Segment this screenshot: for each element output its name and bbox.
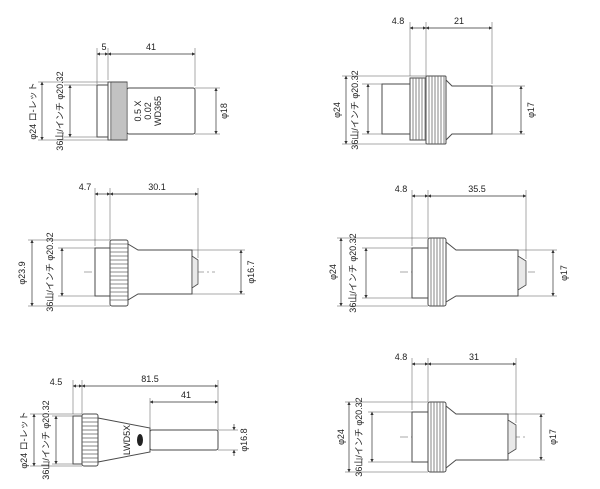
knurl-lines [82, 417, 98, 463]
mount-thread [72, 415, 83, 465]
knurl-lines [430, 402, 444, 472]
dim-thread: 36山/インチ φ20.32 [55, 71, 65, 150]
dim-4.5: 4.5 [50, 377, 63, 387]
collar-lines [428, 76, 445, 144]
front-lens [507, 419, 517, 455]
tapered-body [97, 417, 151, 463]
dim-thread: 36山/インチ φ20.32 [348, 233, 358, 312]
dim-phi24: φ24 [328, 264, 338, 280]
mount-thread [94, 247, 111, 297]
knurl-lines [110, 243, 128, 301]
dim-phi17: φ17 [548, 429, 558, 445]
objective-barrel [127, 243, 193, 301]
mount-thread [381, 83, 411, 135]
dim-thread: 36山/インチ φ20.32 [45, 232, 55, 311]
dim-phi23.9: φ23.9 [17, 261, 27, 284]
objective-bottom-left: LWD5X 4.5 81.5 41 φ24 ロ-レット 36山/インチ φ20.… [19, 374, 249, 480]
dim-4.8: 4.8 [395, 184, 408, 194]
dim-41: 41 [146, 42, 156, 52]
marking-dot [137, 434, 143, 446]
dim-phi24: φ24 [332, 102, 342, 118]
dim-5: 5 [101, 42, 106, 52]
objective-barrel [445, 404, 509, 470]
objective-tip [149, 429, 219, 451]
objective-top-right: 4.8 21 φ24 36山/インチ φ20.32 φ17 [332, 16, 536, 150]
dim-phi16.8: φ16.8 [239, 428, 249, 451]
objective-top-left: 0.5 X 0.02 WD365 5 41 φ24 ロ-レット 36山/インチ … [28, 42, 229, 151]
dim-4.7: 4.7 [79, 182, 92, 192]
front-lens [517, 255, 527, 291]
mount-thread [96, 84, 109, 138]
dim-4.8: 4.8 [395, 352, 408, 362]
objective-bottom-right: 4.8 31 φ24 36山/インチ φ20.32 φ17 [336, 352, 558, 477]
dim-phi16.7: φ16.7 [246, 260, 256, 283]
dim-phi17: φ17 [526, 102, 536, 118]
front-lens [191, 255, 199, 289]
dim-4.8: 4.8 [392, 16, 405, 26]
dim-phi24-knurl: φ24 ロ-レット [28, 82, 38, 139]
body-text: LWD5X [122, 425, 132, 455]
dim-phi17: φ17 [559, 265, 569, 281]
dim-phi18: φ18 [219, 103, 229, 119]
dim-phi24-knurl: φ24 ロ-レット [19, 411, 29, 468]
dim-21: 21 [454, 16, 464, 26]
knurl-lines [430, 238, 444, 306]
dim-81.5: 81.5 [141, 374, 159, 384]
dim-thread: 36山/インチ φ20.32 [350, 70, 360, 149]
dim-thread: 36山/インチ φ20.32 [41, 400, 51, 479]
objective-barrel [445, 240, 519, 303]
mount-thread [411, 411, 429, 463]
objective-barrel [445, 78, 493, 142]
dim-41: 41 [181, 390, 191, 400]
dim-30.1: 30.1 [148, 182, 166, 192]
barrel-text-2: WD365 [153, 96, 163, 126]
dim-31: 31 [469, 352, 479, 362]
barrel-text-1: 0.02 [143, 102, 153, 120]
mount-thread [411, 247, 429, 299]
knurl-lines [412, 78, 426, 140]
dim-phi24: φ24 [336, 429, 346, 445]
barrel-text-0: 0.5 X [133, 100, 143, 121]
objective-barrel [126, 87, 196, 135]
dim-thread: 36山/インチ φ20.32 [354, 397, 364, 476]
objective-mid-right: 4.8 35.5 φ24 36山/インチ φ20.32 φ17 [328, 184, 569, 313]
knurled-ring [409, 77, 427, 141]
dim-35.5: 35.5 [468, 184, 486, 194]
objective-mid-left: 4.7 30.1 φ23.9 36山/インチ φ20.32 φ16.7 [17, 182, 256, 312]
knurl-lines [112, 82, 126, 140]
